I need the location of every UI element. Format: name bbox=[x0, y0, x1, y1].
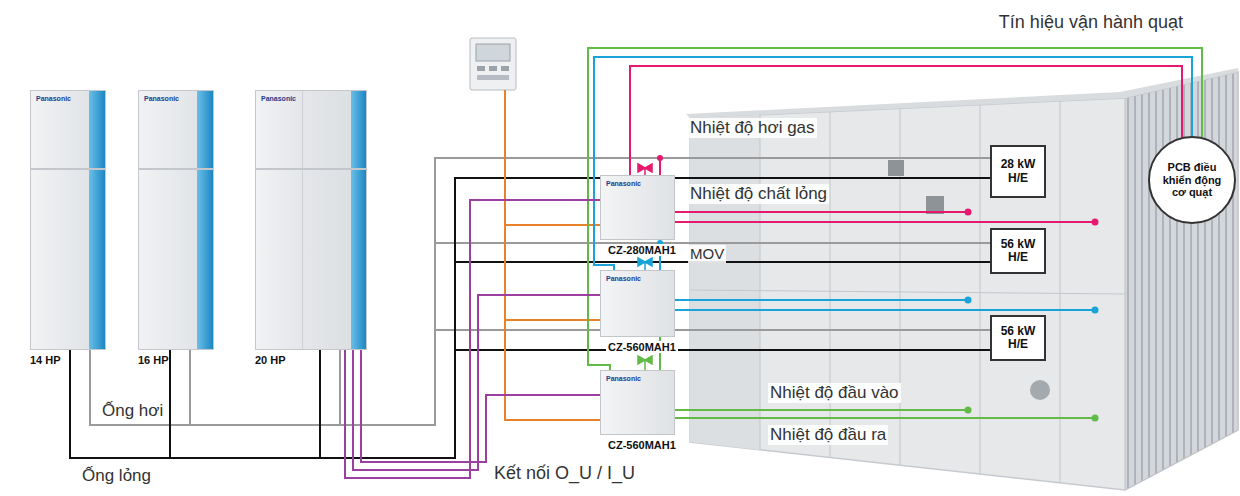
model-label: 16 HP bbox=[138, 354, 169, 366]
brand-logo: Panasonic bbox=[261, 95, 296, 102]
callout-label: Nhiệt độ đầu ra bbox=[768, 425, 888, 445]
outdoor-unit: Panasonic14 HP bbox=[30, 90, 106, 350]
fan-signal-wire bbox=[588, 48, 1202, 370]
brand-logo: Panasonic bbox=[606, 275, 641, 282]
callout-label: Nhiệt độ hơi gas bbox=[688, 118, 817, 138]
communication-wire bbox=[361, 350, 600, 462]
communication-wire bbox=[345, 200, 600, 478]
fan-control-pcb: PCB điều khiển động cơ quạt bbox=[1148, 136, 1236, 224]
heat-exchanger: 28 kW H/E bbox=[990, 145, 1046, 198]
heat-exchanger: 56 kW H/E bbox=[990, 228, 1046, 274]
brand-logo: Panasonic bbox=[144, 95, 179, 102]
control-kit: PanasonicCZ-280MAH1 bbox=[600, 175, 675, 240]
callout-label: Ống hơi bbox=[100, 401, 165, 421]
brand-logo: Panasonic bbox=[606, 180, 641, 187]
model-label: 20 HP bbox=[255, 354, 286, 366]
control-kit: PanasonicCZ-560MAH1 bbox=[600, 370, 675, 435]
model-label: CZ-560MAH1 bbox=[606, 341, 678, 353]
fan-signal-wire bbox=[594, 57, 1192, 270]
model-label: CZ-280MAH1 bbox=[606, 244, 678, 256]
capacity-label: 28 kW H/E bbox=[996, 158, 1040, 184]
brand-logo: Panasonic bbox=[606, 375, 641, 382]
brand-logo: Panasonic bbox=[36, 95, 71, 102]
wire-label: Tín hiệu vận hành quạt bbox=[997, 12, 1185, 34]
capacity-label: 56 kW H/E bbox=[996, 238, 1040, 264]
outdoor-unit: Panasonic16 HP bbox=[138, 90, 214, 350]
callout-label: Ống lỏng bbox=[80, 466, 153, 486]
heat-exchanger: 56 kW H/E bbox=[990, 315, 1046, 361]
callout-label: MOV bbox=[688, 245, 726, 263]
capacity-label: 56 kW H/E bbox=[996, 325, 1040, 351]
callout-label: Nhiệt độ chất lỏng bbox=[688, 184, 829, 204]
pcb-label: PCB điều khiển động cơ quạt bbox=[1155, 161, 1229, 199]
callout-label: Nhiệt độ đầu vào bbox=[768, 383, 901, 403]
wire-label: Kết nối O_U / I_U bbox=[492, 463, 637, 485]
model-label: 14 HP bbox=[30, 354, 61, 366]
ahu-housing bbox=[686, 68, 1238, 490]
fan-signal-wire bbox=[630, 66, 1182, 175]
control-wire bbox=[505, 90, 600, 420]
communication-wire bbox=[353, 295, 600, 470]
model-label: CZ-560MAH1 bbox=[606, 439, 678, 451]
remote-controller bbox=[470, 38, 516, 90]
outdoor-unit: Panasonic20 HP bbox=[255, 90, 367, 350]
control-kit: PanasonicCZ-560MAH1 bbox=[600, 270, 675, 337]
